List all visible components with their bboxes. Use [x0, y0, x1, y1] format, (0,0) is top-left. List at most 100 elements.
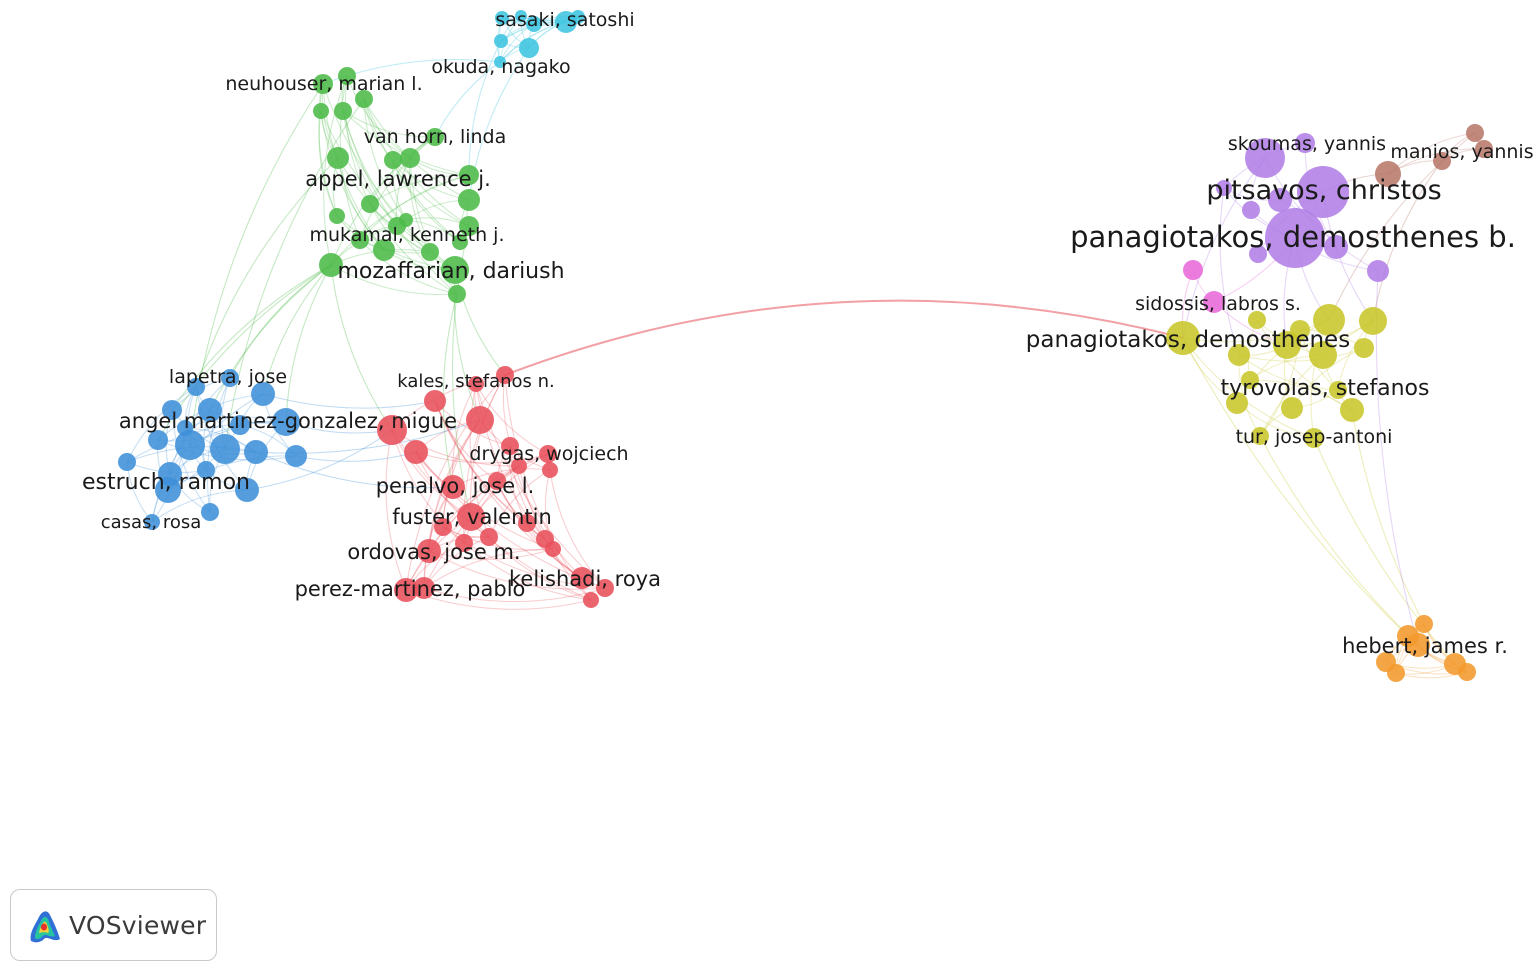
node-green-20[interactable]	[329, 208, 345, 224]
label-sidossis-labros[interactable]: sidossis, labros s.	[1135, 293, 1301, 315]
node-red-62[interactable]	[441, 475, 465, 499]
node-brown-89[interactable]	[1475, 140, 1493, 158]
node-blue-49[interactable]	[230, 415, 250, 435]
node-brown-88[interactable]	[1466, 124, 1484, 142]
node-orange-112[interactable]	[1387, 664, 1405, 682]
node-green-15[interactable]	[400, 148, 420, 168]
node-orange-110[interactable]	[1406, 633, 1430, 657]
label-kelishadi-roya[interactable]: kelishadi, roya	[509, 567, 661, 591]
node-pink-87[interactable]	[1203, 291, 1225, 313]
node-green-23[interactable]	[351, 231, 369, 249]
node-green-16[interactable]	[327, 147, 349, 169]
node-red-63[interactable]	[457, 503, 485, 531]
node-yellow-99[interactable]	[1354, 338, 1374, 358]
node-red-73[interactable]	[571, 567, 593, 589]
node-yellow-102[interactable]	[1340, 398, 1364, 422]
node-green-13[interactable]	[426, 128, 444, 146]
node-cyan-1[interactable]	[515, 10, 527, 22]
node-green-22[interactable]	[459, 216, 479, 236]
node-yellow-92[interactable]	[1166, 321, 1200, 355]
node-yellow-105[interactable]	[1290, 320, 1310, 340]
label-fuster-valentin[interactable]: fuster, valentin	[392, 505, 552, 529]
node-green-8[interactable]	[313, 74, 333, 94]
node-green-27[interactable]	[319, 253, 343, 277]
node-green-12[interactable]	[313, 103, 329, 119]
node-cyan-4[interactable]	[526, 16, 542, 32]
node-red-55[interactable]	[377, 415, 407, 445]
node-yellow-106[interactable]	[1241, 371, 1259, 389]
node-blue-35[interactable]	[162, 400, 182, 420]
label-perez-martinez-pablo[interactable]: perez-martinez, pablo	[295, 577, 526, 601]
label-panagiotakos-demosthenes-b[interactable]: panagiotakos, demosthenes b.	[1070, 220, 1516, 254]
node-yellow-107[interactable]	[1329, 381, 1347, 399]
label-panagiotakos-demosthenes[interactable]: panagiotakos, demosthenes	[1026, 327, 1350, 353]
node-green-29[interactable]	[448, 285, 466, 303]
label-penalvo-jose[interactable]: penalvo, jose l.	[376, 474, 535, 498]
node-red-67[interactable]	[455, 534, 473, 552]
node-purple-84[interactable]	[1367, 260, 1389, 282]
node-red-60[interactable]	[542, 462, 558, 478]
label-appel-lawrence[interactable]: appel, lawrence j.	[305, 167, 491, 191]
node-purple-78[interactable]	[1297, 166, 1349, 218]
node-red-66[interactable]	[480, 528, 498, 546]
node-blue-39[interactable]	[210, 434, 240, 464]
node-blue-37[interactable]	[148, 430, 168, 450]
node-blue-40[interactable]	[244, 440, 268, 464]
node-green-26[interactable]	[452, 234, 468, 250]
node-blue-38[interactable]	[175, 430, 205, 460]
node-red-61[interactable]	[488, 472, 506, 490]
label-tur-josep-antoni[interactable]: tur, josep-antoni	[1236, 426, 1393, 448]
label-mukamal-kenneth[interactable]: mukamal, kenneth j.	[309, 224, 504, 246]
node-green-24[interactable]	[373, 239, 395, 261]
node-purple-81[interactable]	[1265, 208, 1325, 268]
node-red-72[interactable]	[413, 577, 435, 599]
label-manios-yannis[interactable]: manios, yannis	[1390, 141, 1533, 163]
node-orange-108[interactable]	[1415, 615, 1433, 633]
label-tyrovolas-stefanos[interactable]: tyrovolas, stefanos	[1221, 376, 1430, 401]
node-yellow-103[interactable]	[1251, 427, 1269, 445]
node-cyan-5[interactable]	[494, 34, 508, 48]
node-red-64[interactable]	[434, 518, 452, 536]
node-green-25[interactable]	[421, 243, 439, 261]
node-green-19[interactable]	[361, 195, 379, 213]
node-blue-36[interactable]	[272, 408, 300, 436]
node-yellow-94[interactable]	[1248, 311, 1266, 329]
label-hebert-james[interactable]: hebert, james r.	[1342, 634, 1508, 658]
node-yellow-96[interactable]	[1313, 304, 1345, 336]
node-orange-114[interactable]	[1458, 663, 1476, 681]
node-purple-76[interactable]	[1245, 138, 1285, 178]
node-green-10[interactable]	[355, 90, 373, 108]
label-mozaffarian-dariush[interactable]: mozaffarian, dariush	[337, 259, 564, 284]
node-brown-90[interactable]	[1433, 152, 1451, 170]
node-red-51[interactable]	[496, 366, 514, 384]
node-blue-45[interactable]	[155, 477, 181, 503]
node-cyan-7[interactable]	[494, 56, 506, 68]
node-red-52[interactable]	[468, 376, 484, 392]
node-cyan-3[interactable]	[571, 10, 585, 24]
node-cyan-0[interactable]	[495, 11, 509, 25]
label-sasaki-satoshi[interactable]: sasaki, satoshi	[495, 9, 634, 31]
node-blue-33[interactable]	[251, 382, 275, 406]
label-van-horn-linda[interactable]: van horn, linda	[364, 126, 507, 148]
node-blue-32[interactable]	[187, 378, 205, 396]
node-green-30[interactable]	[399, 213, 413, 227]
node-red-56[interactable]	[404, 440, 428, 464]
node-yellow-98[interactable]	[1309, 341, 1337, 369]
node-green-9[interactable]	[338, 67, 356, 85]
node-red-74[interactable]	[596, 579, 614, 597]
label-skoumas-yannis[interactable]: skoumas, yannis	[1228, 133, 1386, 155]
label-ordovas-jose[interactable]: ordovas, jose m.	[347, 540, 520, 564]
node-green-17[interactable]	[459, 165, 479, 185]
node-blue-44[interactable]	[197, 461, 215, 479]
node-yellow-100[interactable]	[1226, 392, 1248, 414]
node-green-11[interactable]	[334, 102, 352, 120]
node-red-54[interactable]	[466, 406, 494, 434]
node-blue-34[interactable]	[198, 398, 222, 422]
node-red-71[interactable]	[394, 578, 418, 602]
node-purple-85[interactable]	[1268, 188, 1292, 212]
node-red-58[interactable]	[539, 445, 557, 463]
node-purple-83[interactable]	[1324, 235, 1348, 259]
node-red-65[interactable]	[518, 514, 536, 532]
node-blue-48[interactable]	[144, 514, 160, 530]
node-yellow-104[interactable]	[1304, 428, 1324, 448]
